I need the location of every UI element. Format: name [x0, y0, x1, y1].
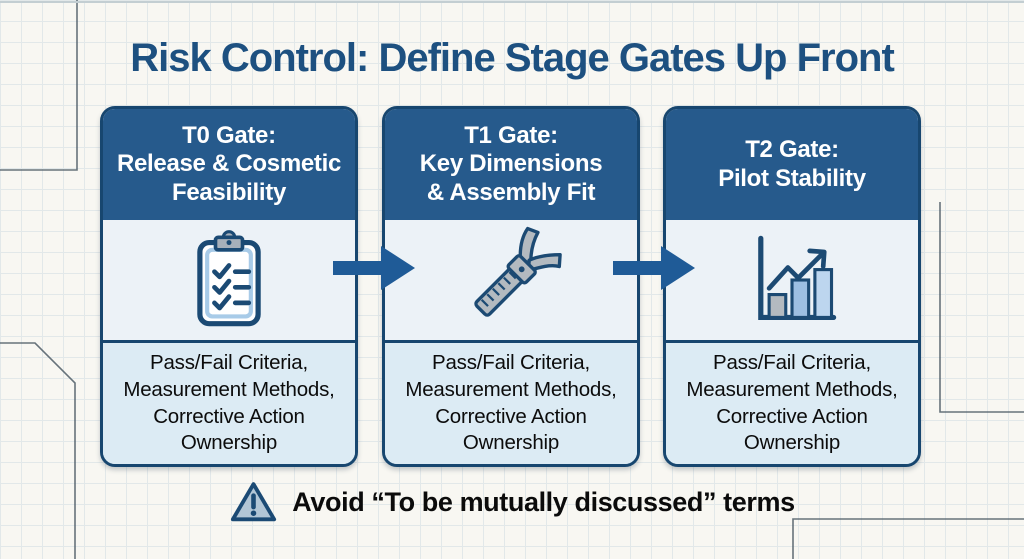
- t0-gate-header: T0 Gate: Release & Cosmetic Feasibility: [103, 109, 355, 220]
- growth-chart-icon: [758, 235, 837, 321]
- arrow-t1-to-t2: [613, 246, 695, 290]
- checklist-clipboard-icon: [197, 230, 261, 327]
- warning-note: Avoid “To be mutually discussed” terms: [0, 479, 1024, 525]
- page-title: Risk Control: Define Stage Gates Up Fron…: [130, 36, 895, 80]
- caliper-icon: [474, 226, 562, 317]
- t2-gate-icon-panel: [666, 220, 918, 343]
- stage-gate-card-t2: T2 Gate: Pilot Stability Pass/Fail Crite…: [663, 106, 921, 467]
- t0-gate-criteria-text: Pass/Fail Criteria, Measurement Methods,…: [103, 343, 355, 464]
- stage-gate-card-t1: T1 Gate: Key Dimensions & Assembly Fit: [382, 106, 640, 467]
- t1-gate-criteria-text: Pass/Fail Criteria, Measurement Methods,…: [385, 343, 637, 464]
- t1-gate-header: T1 Gate: Key Dimensions & Assembly Fit: [385, 109, 637, 220]
- t2-gate-header: T2 Gate: Pilot Stability: [666, 109, 918, 220]
- warning-note-text: Avoid “To be mutually discussed” terms: [292, 486, 795, 517]
- t1-gate-icon-panel: [385, 220, 637, 343]
- arrow-t0-to-t1: [333, 246, 415, 290]
- stage-gate-card-t0: T0 Gate: Release & Cosmetic Feasibility …: [100, 106, 358, 467]
- t2-gate-criteria-text: Pass/Fail Criteria, Measurement Methods,…: [666, 343, 918, 464]
- warning-triangle-icon: [231, 481, 277, 521]
- t0-gate-icon-panel: [103, 220, 355, 343]
